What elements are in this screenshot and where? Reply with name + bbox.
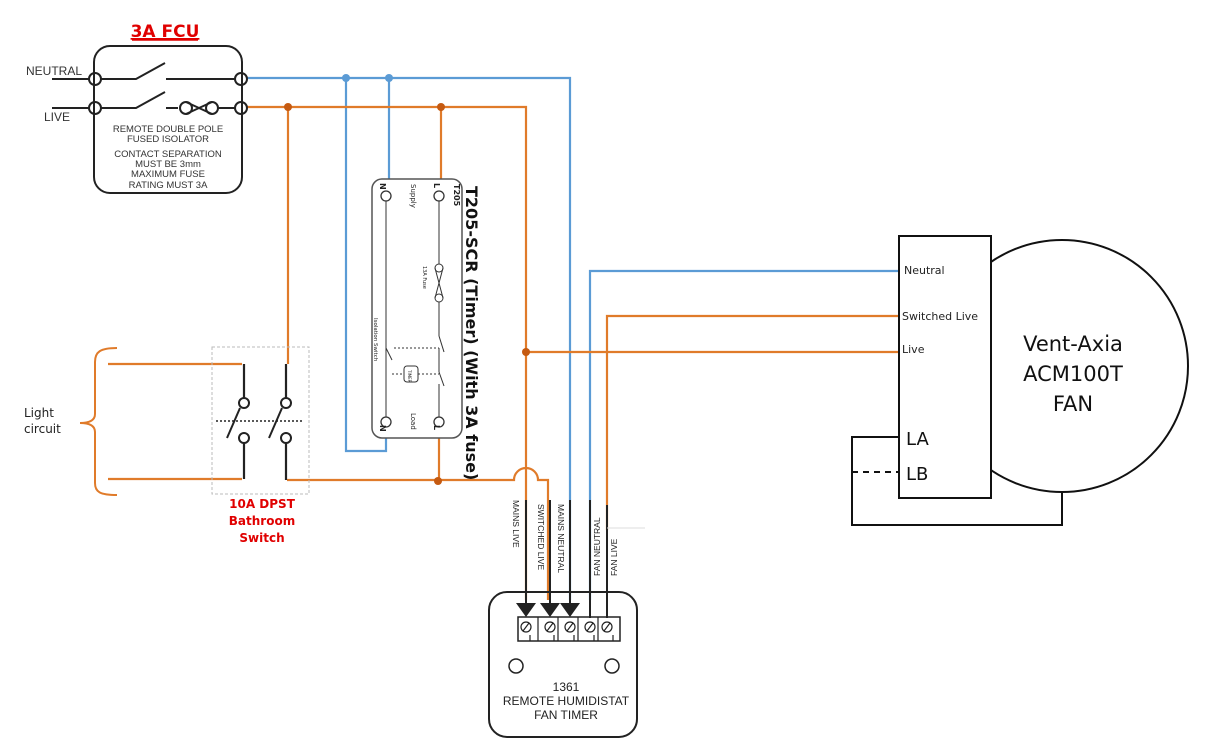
t205-timer-block-label: TIMER: [407, 369, 412, 383]
t205-isolation-label: Isolation Switch: [372, 318, 378, 362]
svg-text:L: L: [432, 183, 441, 188]
junction-dot: [385, 74, 393, 82]
t205-model-label: T205: [452, 184, 461, 207]
fan-name: Vent-Axia ACM100T FAN: [1023, 332, 1123, 416]
fcu-neutral-label: NEUTRAL: [26, 64, 82, 78]
light-circuit-label: Light: [24, 406, 54, 420]
fcu-live-switch: [101, 91, 166, 109]
humidistat-arrows: [516, 603, 580, 617]
svg-text:Live: Live: [902, 343, 925, 356]
fan-neutral-wire: [588, 269, 898, 600]
fcu-fuse-icon: [179, 101, 235, 115]
fan-unit: Neutral Switched Live Live LA LB Vent-Ax…: [851, 235, 1189, 526]
svg-text:1361: 1361: [553, 680, 580, 694]
fan-lb-label: LB: [906, 464, 928, 485]
svg-text:N: N: [378, 425, 387, 432]
neutral-wires: [247, 76, 898, 600]
svg-text:MAXIMUM FUSE: MAXIMUM FUSE: [131, 169, 205, 180]
fan-la-label: LA: [906, 429, 929, 450]
svg-text:circuit: circuit: [24, 422, 61, 436]
fcu-description: REMOTE DOUBLE POLE FUSED ISOLATOR CONTAC…: [113, 124, 223, 191]
mounting-hole: [508, 658, 524, 674]
humidistat-label: 1361 REMOTE HUMIDISTAT FAN TIMER: [503, 680, 630, 722]
junction-dot: [522, 348, 530, 356]
svg-text:ACM100T: ACM100T: [1023, 362, 1123, 386]
dpst-switch-box: [211, 346, 310, 495]
t205-timer-block: [403, 365, 419, 383]
svg-text:FUSED ISOLATOR: FUSED ISOLATOR: [127, 134, 209, 145]
t205-isolation-contact: [438, 335, 445, 353]
mains-neutral-wire: [247, 76, 572, 600]
t205-terminal-n-supply: [380, 190, 392, 202]
junction-dot: [342, 74, 350, 82]
fcu-title: 3A FCU: [131, 22, 200, 42]
svg-text:Neutral: Neutral: [904, 264, 945, 277]
junction-dots: [284, 74, 530, 485]
t205-timer-unit: TIMER N L N L T205 Supply Load 13A Fuse …: [371, 178, 481, 480]
svg-text:FAN: FAN: [1053, 392, 1093, 416]
svg-text:L: L: [432, 425, 441, 430]
svg-text:RATING MUST 3A: RATING MUST 3A: [129, 180, 208, 191]
mounting-hole: [604, 658, 620, 674]
svg-text:REMOTE DOUBLE POLE: REMOTE DOUBLE POLE: [113, 124, 223, 135]
humidistat-box: [488, 591, 638, 738]
live-wires: [108, 105, 898, 600]
svg-text:Vent-Axia: Vent-Axia: [1023, 332, 1123, 356]
fan-switched-live-wire: [605, 314, 898, 530]
light-circuit: Light circuit: [24, 347, 118, 496]
svg-text:Bathroom: Bathroom: [229, 514, 295, 528]
fcu-neutral-switch: [101, 62, 166, 80]
svg-text:MUST BE 3mm: MUST BE 3mm: [135, 159, 201, 170]
junction-dot: [284, 103, 292, 111]
humidistat-unit: MAINS LIVE SWITCHED LIVE MAINS NEUTRAL F…: [488, 500, 638, 738]
t205-fuse-icon: [434, 263, 444, 303]
svg-text:FAN NEUTRAL: FAN NEUTRAL: [592, 517, 602, 576]
svg-text:REMOTE HUMIDISTAT: REMOTE HUMIDISTAT: [503, 694, 630, 708]
t205-title: T205-SCR (Timer) (With 3A fuse): [462, 186, 481, 480]
svg-text:Switch: Switch: [239, 531, 284, 545]
dpst-switch: 10A DPST Bathroom Switch: [211, 346, 310, 545]
t205-load-label: Load: [409, 413, 417, 430]
svg-text:CONTACT SEPARATION: CONTACT SEPARATION: [114, 149, 222, 160]
svg-text:FAN LIVE: FAN LIVE: [609, 538, 619, 576]
fcu-box: [93, 45, 243, 194]
svg-text:FAN TIMER: FAN TIMER: [534, 708, 598, 722]
t205-load-neutral-wire: [344, 78, 388, 453]
mains-live-wire: [247, 105, 528, 600]
svg-text:SWITCHED LIVE: SWITCHED LIVE: [536, 504, 546, 570]
humidistat-terminal-labels: MAINS LIVE SWITCHED LIVE MAINS NEUTRAL F…: [511, 500, 619, 576]
dpst-switch-label: 10A DPST Bathroom Switch: [229, 497, 296, 545]
fan-terminal-labels: Neutral Switched Live Live: [902, 264, 978, 356]
t205-terminal-l-supply: [433, 190, 445, 202]
t205-fuse-label: 13A Fuse: [421, 266, 427, 289]
svg-text:MAINS NEUTRAL: MAINS NEUTRAL: [556, 504, 566, 573]
svg-text:MAINS LIVE: MAINS LIVE: [511, 500, 521, 548]
fan-la-loop-wire: [851, 436, 1063, 526]
fcu-live-label: LIVE: [44, 110, 70, 124]
switched-live-wire: [287, 466, 550, 600]
brace-icon: [79, 347, 118, 496]
fan-terminal-box: [898, 235, 992, 499]
svg-text:Switched Live: Switched Live: [902, 310, 978, 323]
svg-text:10A DPST: 10A DPST: [229, 497, 296, 511]
svg-text:N: N: [378, 183, 387, 190]
junction-dot: [434, 477, 442, 485]
humidistat-terminal-block: [517, 616, 621, 642]
fcu-unit: 3A FCU NEUTRAL LIVE REMOTE DOUBLE POLE F…: [26, 22, 248, 194]
junction-dot: [437, 103, 445, 111]
t205-supply-label: Supply: [409, 184, 417, 208]
